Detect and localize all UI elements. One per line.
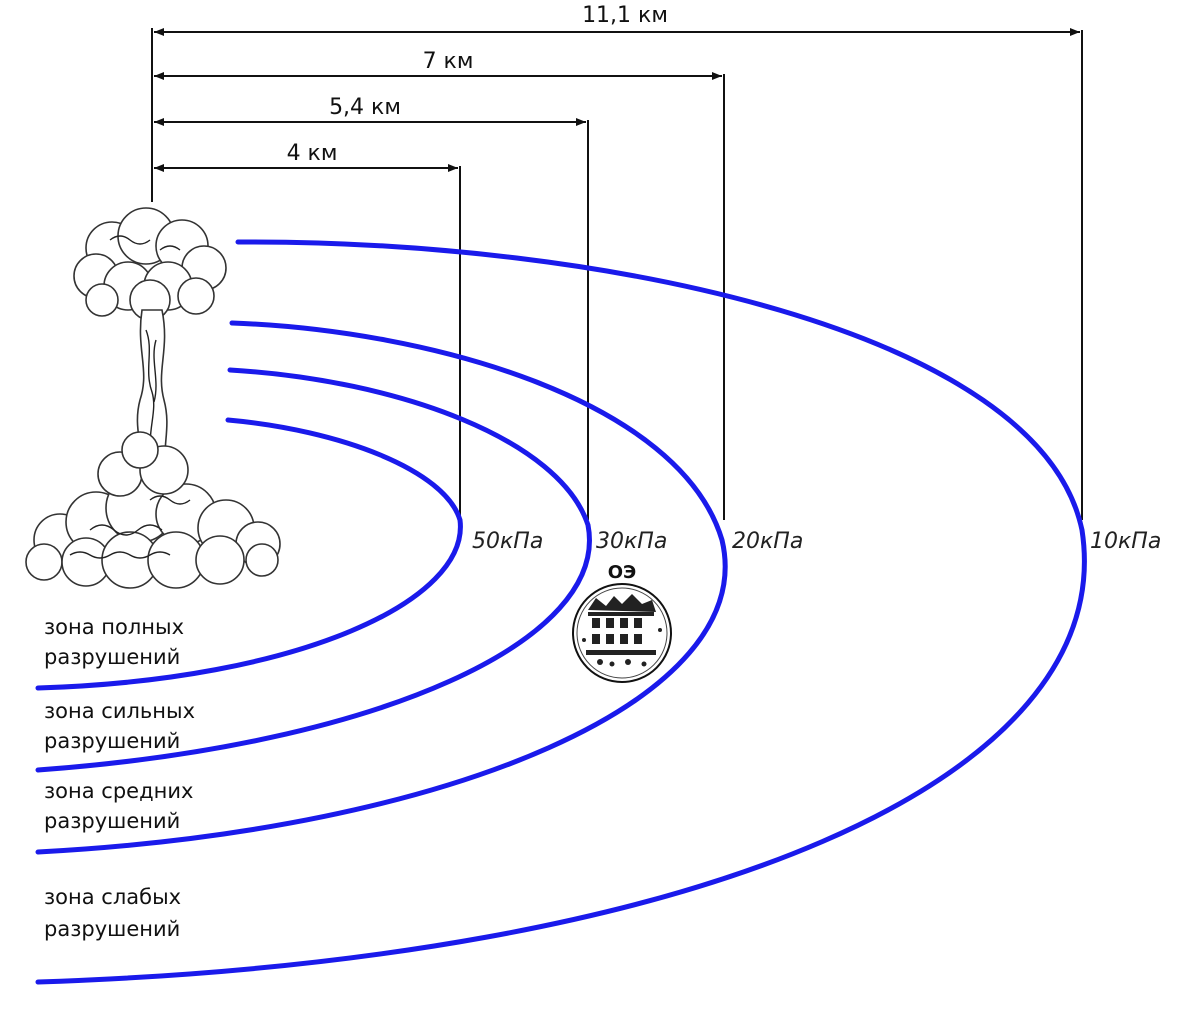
- zone-labels: зона полных разрушений зона сильных разр…: [44, 615, 195, 941]
- distance-label-11-1km: 11,1 км: [582, 3, 668, 28]
- zone-medium-line1: зона средних: [44, 779, 193, 803]
- object-of-economy: ОЭ: [572, 562, 672, 683]
- dimension-lines: 11,1 км 7 км 5,4 км 4 км: [154, 3, 1083, 520]
- distance-label-7km: 7 км: [423, 49, 474, 74]
- object-label: ОЭ: [608, 562, 637, 583]
- building-circle-icon: [572, 583, 672, 683]
- boundary-arc-50kpa: [35, 417, 463, 691]
- zone-full-line2: разрушений: [44, 645, 180, 669]
- boundary-arc-20kpa: [35, 320, 728, 855]
- pressure-labels: 50кПа 30кПа 20кПа 10кПа: [472, 529, 1161, 554]
- zone-weak-line2: разрушений: [44, 917, 180, 941]
- zone-medium-line2: разрушений: [44, 809, 180, 833]
- pressure-label-30kpa: 30кПа: [596, 529, 667, 554]
- boundary-arc-30kpa: [35, 367, 592, 773]
- pressure-label-50kpa: 50кПа: [472, 529, 543, 554]
- zone-strong-line2: разрушений: [44, 729, 180, 753]
- mushroom-cloud-icon: [25, 207, 281, 589]
- pressure-label-20kpa: 20кПа: [732, 529, 803, 554]
- zone-strong-line1: зона сильных: [44, 699, 195, 723]
- pressure-label-10kpa: 10кПа: [1090, 529, 1161, 554]
- boundary-arc-10kpa: [35, 239, 1087, 985]
- zone-full-line1: зона полных: [44, 615, 184, 639]
- zone-boundaries: [35, 239, 1087, 985]
- distance-label-5-4km: 5,4 км: [329, 95, 401, 120]
- distance-label-4km: 4 км: [287, 141, 338, 166]
- zone-weak-line1: зона слабых: [44, 885, 181, 909]
